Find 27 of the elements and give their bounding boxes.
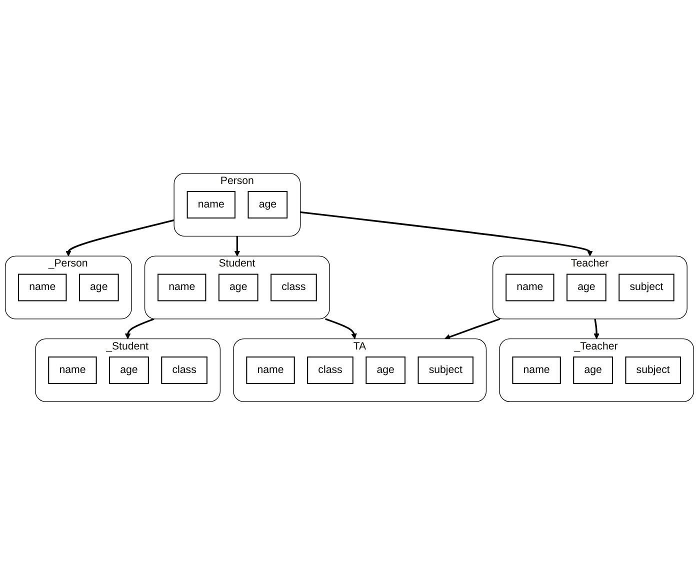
node-box: age bbox=[566, 274, 606, 302]
node-box: subject bbox=[418, 356, 474, 384]
node-box: class bbox=[307, 356, 354, 384]
node-box: age bbox=[218, 274, 258, 302]
arrow bbox=[66, 219, 174, 256]
arrow bbox=[124, 318, 154, 340]
node-box: subject bbox=[618, 274, 674, 302]
node-box: class bbox=[270, 274, 317, 302]
arrow bbox=[325, 318, 357, 340]
node-box: age bbox=[78, 274, 119, 302]
node-box: name bbox=[246, 356, 295, 384]
node-box: subject bbox=[625, 356, 681, 384]
node-box: age bbox=[573, 356, 613, 384]
node-box: name bbox=[186, 191, 236, 218]
node-box: name bbox=[512, 356, 561, 384]
arrow bbox=[234, 236, 240, 256]
node-box: age bbox=[109, 356, 149, 384]
node-box: name bbox=[18, 274, 67, 302]
node-box: class bbox=[161, 356, 208, 384]
node-box: name bbox=[158, 274, 206, 302]
node-box: name bbox=[506, 274, 554, 302]
arrow bbox=[300, 211, 593, 256]
arrow bbox=[594, 318, 600, 340]
arrow bbox=[444, 318, 500, 340]
node-box: name bbox=[48, 356, 97, 384]
node-box: age bbox=[366, 356, 406, 384]
node-box: age bbox=[248, 191, 288, 218]
